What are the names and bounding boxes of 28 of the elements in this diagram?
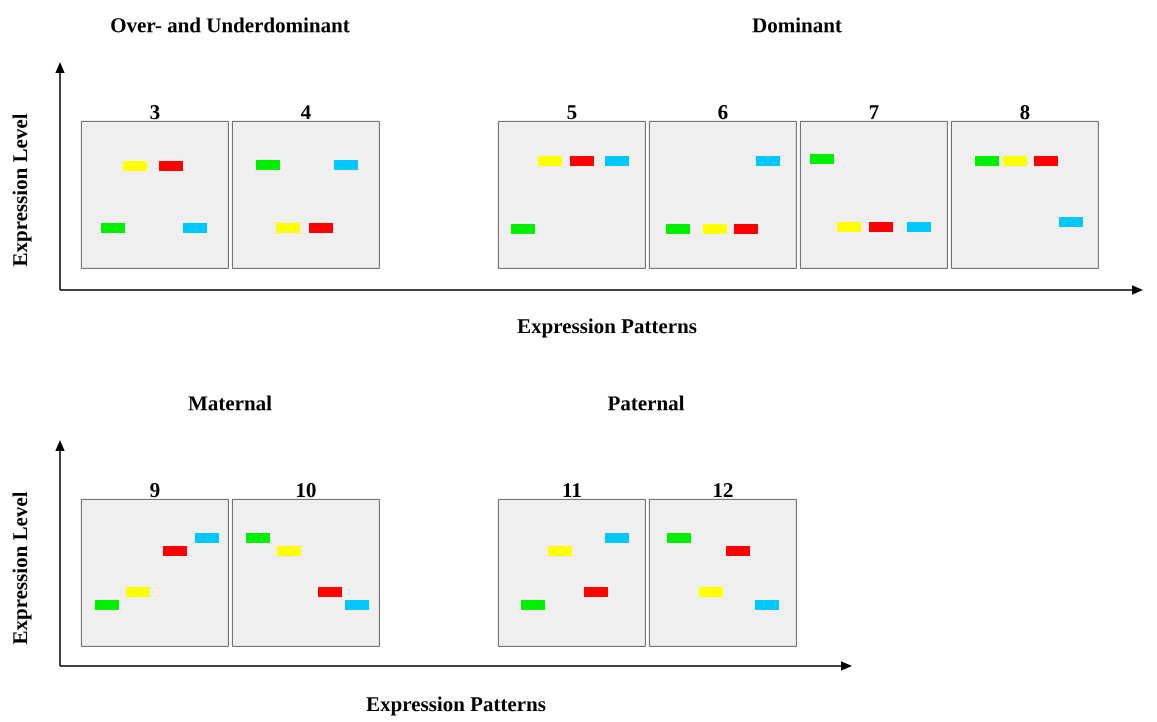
node-label: 5 xyxy=(567,105,577,120)
panel-box: 6 xyxy=(649,105,797,269)
node-label: 8 xyxy=(1020,105,1030,120)
panel-box: 10 xyxy=(232,483,380,647)
node-label: 6 xyxy=(718,105,728,120)
panel-box: 8 xyxy=(951,105,1099,269)
axis-label: Expression Level xyxy=(12,491,32,645)
group-title: Dominant xyxy=(752,17,842,33)
node-label: 7 xyxy=(869,105,879,119)
panel-box: 4 xyxy=(232,105,380,269)
panel-box: 11 xyxy=(498,483,646,647)
panel-box: 3 xyxy=(81,105,229,269)
node-label: 4 xyxy=(300,105,311,119)
panel-box: 7 xyxy=(800,105,948,269)
node-label: 3 xyxy=(150,105,160,120)
axis-label: Expression Patterns xyxy=(366,696,546,716)
node-label: 10 xyxy=(297,483,316,498)
panel-box: 5 xyxy=(498,105,646,269)
axis-label: Expression Level xyxy=(12,113,32,267)
panel-box: 9 xyxy=(81,483,229,647)
axis-label: Expression Patterns xyxy=(517,318,697,338)
node-label: 9 xyxy=(150,483,160,498)
group-title: Over- and Underdominant xyxy=(111,17,350,33)
node-label: 12 xyxy=(714,483,733,497)
group-title: Maternal xyxy=(188,395,272,411)
node-label: 11 xyxy=(563,483,581,497)
panel-box: 12 xyxy=(649,483,797,647)
group-title: Paternal xyxy=(607,395,685,411)
